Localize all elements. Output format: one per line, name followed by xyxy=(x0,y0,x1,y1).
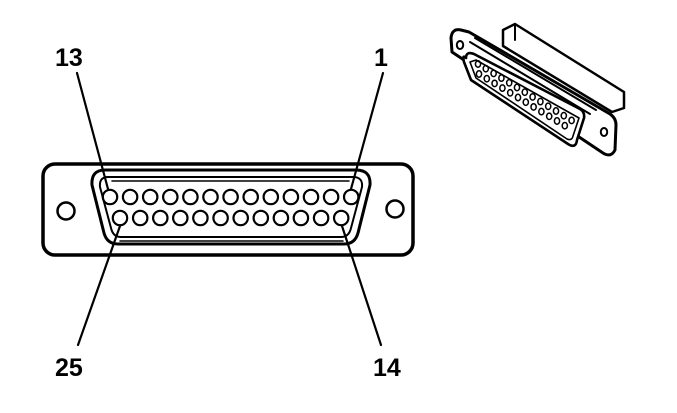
mounting-hole-right xyxy=(385,199,405,219)
perspective-pin-top-6 xyxy=(513,83,521,92)
pin-25 xyxy=(111,209,129,227)
perspective-pin-top-3 xyxy=(490,69,497,78)
pin-row-top xyxy=(101,188,360,206)
perspective-pin-top-11 xyxy=(552,107,560,115)
pin-3 xyxy=(302,188,320,206)
perspective-pin-bottom-2 xyxy=(483,74,491,83)
perspective-pin-bottom-4 xyxy=(499,84,506,93)
leader-pin-1 xyxy=(349,71,385,191)
perspective-pin-top-5 xyxy=(505,78,513,87)
pin-1 xyxy=(342,188,360,206)
perspective-shell-top-2 xyxy=(474,37,597,111)
perspective-pin-bottom-9 xyxy=(538,107,545,116)
pin-7 xyxy=(222,188,239,206)
perspective-pin-top-4 xyxy=(498,74,505,83)
perspective-pin-bottom-10 xyxy=(545,112,553,121)
pin-20 xyxy=(212,209,229,227)
perspective-pin-bottom-6 xyxy=(514,93,522,102)
pin-13 xyxy=(101,188,119,206)
pin-19 xyxy=(232,209,249,227)
pin-2 xyxy=(322,188,340,206)
pin-17 xyxy=(272,209,290,227)
perspective-hole-right xyxy=(599,127,609,137)
leader-pin-14 xyxy=(340,224,383,347)
connector-front-view xyxy=(41,162,415,257)
pin-8 xyxy=(202,188,219,206)
mounting-hole-left xyxy=(56,201,76,221)
pin-4 xyxy=(282,188,300,206)
pin-15 xyxy=(312,209,330,227)
perspective-pin-bottom-8 xyxy=(530,102,537,111)
pin-11 xyxy=(141,188,159,206)
pin-22 xyxy=(172,209,189,227)
leader-pin-25 xyxy=(76,224,122,347)
connector-shell-outer xyxy=(90,168,372,246)
perspective-pin-bottom-7 xyxy=(522,98,530,107)
perspective-pin-top-9 xyxy=(537,97,544,106)
pin-18 xyxy=(252,209,270,227)
pin-6 xyxy=(242,188,259,206)
perspective-pin-top-8 xyxy=(529,92,536,101)
perspective-pin-top-2 xyxy=(482,64,490,73)
perspective-pin-bottom-12 xyxy=(561,121,569,130)
connector-perspective-view xyxy=(449,22,626,157)
perspective-hole-left xyxy=(455,40,465,50)
connector-flange xyxy=(41,162,415,257)
pin-10 xyxy=(162,188,179,206)
pin-9 xyxy=(182,188,199,206)
pin-14 xyxy=(332,209,350,227)
leader-lines xyxy=(75,71,385,347)
label-pin-1: 1 xyxy=(374,44,388,72)
pin-12 xyxy=(121,188,139,206)
perspective-pin-bottom-11 xyxy=(553,117,561,125)
perspective-pin-top-10 xyxy=(544,102,552,111)
pin-row-bottom xyxy=(111,209,350,227)
pin-21 xyxy=(192,209,209,227)
perspective-pin-bottom-5 xyxy=(506,88,514,97)
perspective-pin-bottom-1 xyxy=(475,70,483,78)
label-pin-13: 13 xyxy=(55,44,83,72)
perspective-pin-top-1 xyxy=(474,60,482,68)
perspective-pin-top-12 xyxy=(560,111,568,120)
pin-5 xyxy=(262,188,280,206)
perspective-pins xyxy=(474,60,575,130)
pin-24 xyxy=(131,209,149,227)
perspective-pin-top-13 xyxy=(568,116,575,125)
leader-pin-13 xyxy=(75,71,110,191)
perspective-dshell-inner xyxy=(469,59,580,141)
pin-16 xyxy=(292,209,310,227)
perspective-pin-bottom-3 xyxy=(491,79,498,88)
connector-shell-inner xyxy=(98,176,364,238)
label-pin-25: 25 xyxy=(55,354,83,382)
perspective-shell-top xyxy=(469,41,591,115)
pin-23 xyxy=(152,209,169,227)
label-pin-14: 14 xyxy=(373,354,401,382)
perspective-pin-top-7 xyxy=(521,88,529,97)
